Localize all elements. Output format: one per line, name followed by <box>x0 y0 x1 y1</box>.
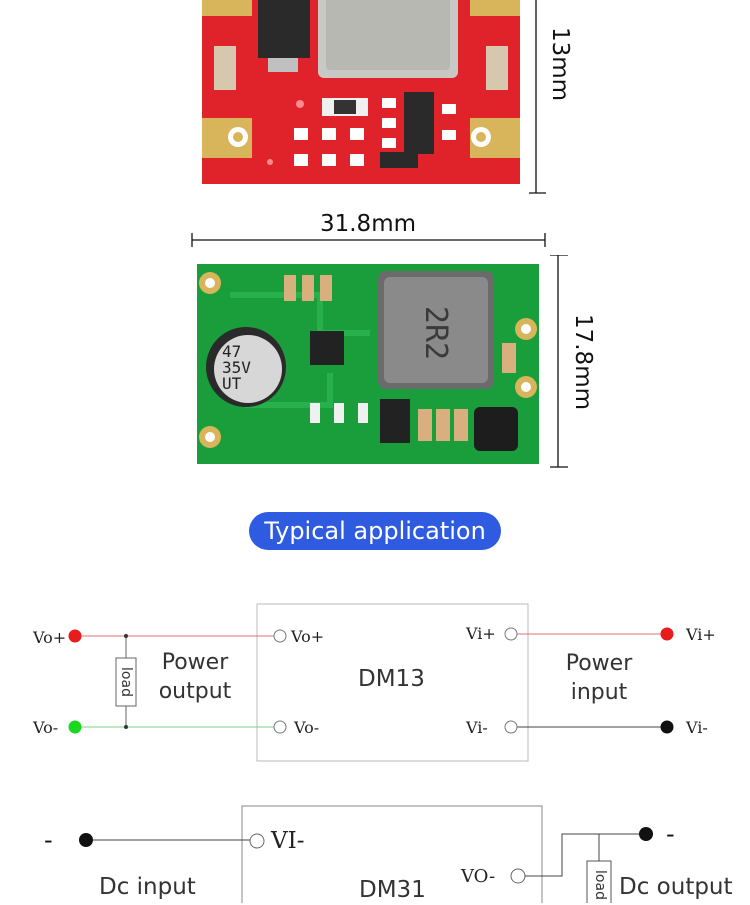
dm13-power-input-line1: Power <box>565 651 633 676</box>
red-pcb-board <box>202 0 546 194</box>
dm31-module-name: DM31 <box>359 877 426 903</box>
dm31-right-minus: - <box>666 820 675 848</box>
dm13-right-vi-minus-label: Vi- <box>686 718 708 737</box>
dm31-circuit-diagram <box>79 805 653 903</box>
dm13-inner-vi-minus-label: Vi- <box>466 718 488 737</box>
dm13-load-label: load <box>118 667 134 697</box>
dm31-dc-input-label: Dc input <box>99 874 196 900</box>
red-board-height-label: 13mm <box>547 26 573 102</box>
typical-application-badge: Typical application <box>249 512 501 550</box>
dm13-inner-vi-plus-label: Vi+ <box>466 624 496 643</box>
capacitor-line1: 47 <box>222 342 242 361</box>
dm13-inner-vo-plus-label: Vo+ <box>291 627 325 646</box>
dm31-load-label: load <box>592 870 608 900</box>
dm13-power-input-label: Power input <box>556 649 642 707</box>
dm13-power-output-line1: Power <box>161 650 229 675</box>
dm31-vo-minus-label: VO- <box>461 866 496 887</box>
capacitor-line3: UT <box>222 374 242 393</box>
dm13-power-output-label: Power output <box>152 648 238 706</box>
dm13-module-name: DM13 <box>358 666 425 692</box>
dm31-vi-minus-label: VI- <box>271 828 305 854</box>
green-board-height-label: 17.8mm <box>570 313 596 411</box>
dm13-left-vo-minus-label: Vo- <box>33 718 59 737</box>
width-dimension-line <box>191 233 546 247</box>
dm13-power-input-line2: input <box>570 680 628 705</box>
capacitor-line2: 35V <box>222 358 251 377</box>
capacitor-marking: 47 35V UT <box>222 344 272 392</box>
dm13-power-output-line2: output <box>158 679 232 704</box>
green-pcb-board <box>197 255 568 468</box>
dm13-inner-vo-minus-label: Vo- <box>294 718 320 737</box>
dm31-dc-output-label: Dc output <box>619 874 733 900</box>
dm31-left-minus: - <box>44 826 53 854</box>
green-board-width-label: 31.8mm <box>319 211 417 237</box>
inductor-marking: 2R2 <box>418 305 453 361</box>
dm13-left-vo-plus-label: Vo+ <box>33 628 67 647</box>
dm13-right-vi-plus-label: Vi+ <box>686 625 716 644</box>
dm13-circuit-diagram <box>68 603 674 762</box>
